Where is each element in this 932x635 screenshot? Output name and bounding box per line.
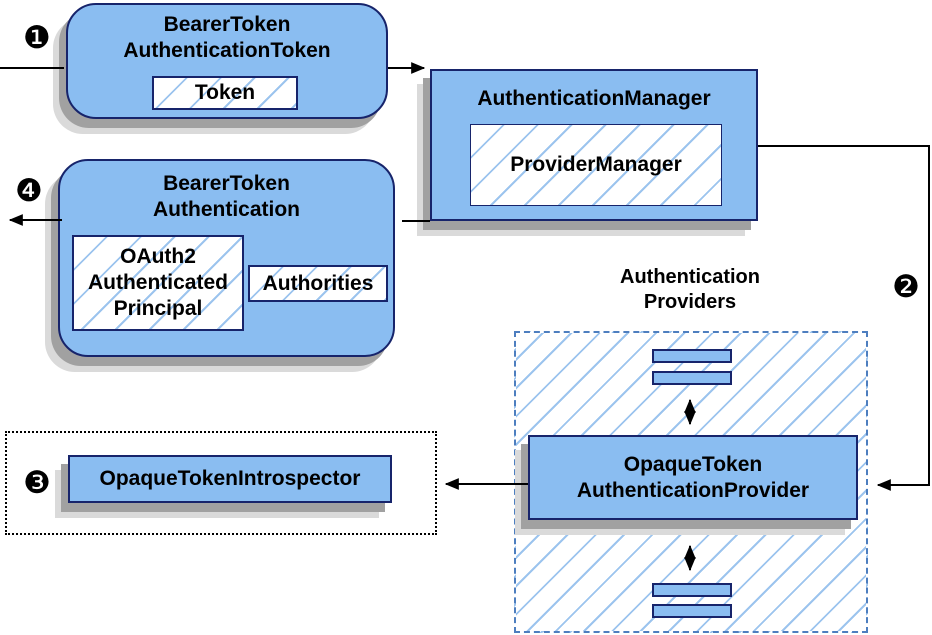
- step-4-badge: ❹: [15, 173, 43, 209]
- authentication-providers-label: Authentication Providers: [620, 266, 760, 313]
- opaque-token-introspector-region: OpaqueTokenIntrospector: [5, 431, 437, 535]
- oauth2-authenticated-principal-box: OAuth2 Authenticated Principal: [72, 235, 244, 331]
- provider-stub-bar: [652, 371, 732, 385]
- token-box: Token: [152, 76, 298, 110]
- step-2-badge: ❷: [892, 269, 920, 305]
- authorities-box: Authorities: [248, 265, 388, 302]
- provider-stub-bar: [652, 604, 732, 618]
- provider-stub-bar: [652, 583, 732, 597]
- authentication-manager-node: AuthenticationManager ProviderManager: [430, 69, 758, 221]
- provider-stub-bar: [652, 349, 732, 363]
- bearer-token-authentication-token-node: BearerToken AuthenticationToken Token: [66, 3, 388, 119]
- authentication-manager-title: AuthenticationManager: [477, 87, 711, 110]
- opaque-token-authentication-provider-node: OpaqueToken AuthenticationProvider: [528, 435, 858, 520]
- step-3-badge: ❸: [23, 465, 51, 501]
- opaque-token-introspector-node: OpaqueTokenIntrospector: [68, 455, 392, 503]
- step-1-badge: ❶: [23, 20, 51, 56]
- bearer-token-authentication-node: BearerToken Authentication OAuth2 Authen…: [58, 159, 395, 357]
- authentication-providers-region: OpaqueToken AuthenticationProvider: [514, 331, 868, 633]
- opaque-token-authentication-provider-title: OpaqueToken AuthenticationProvider: [576, 452, 810, 502]
- bearer-token-authentication-token-title: BearerToken AuthenticationToken: [123, 13, 331, 62]
- provider-manager-box: ProviderManager: [470, 124, 722, 206]
- opaque-token-introspector-title: OpaqueTokenIntrospector: [99, 467, 361, 490]
- bearer-token-authentication-title: BearerToken Authentication: [153, 172, 300, 221]
